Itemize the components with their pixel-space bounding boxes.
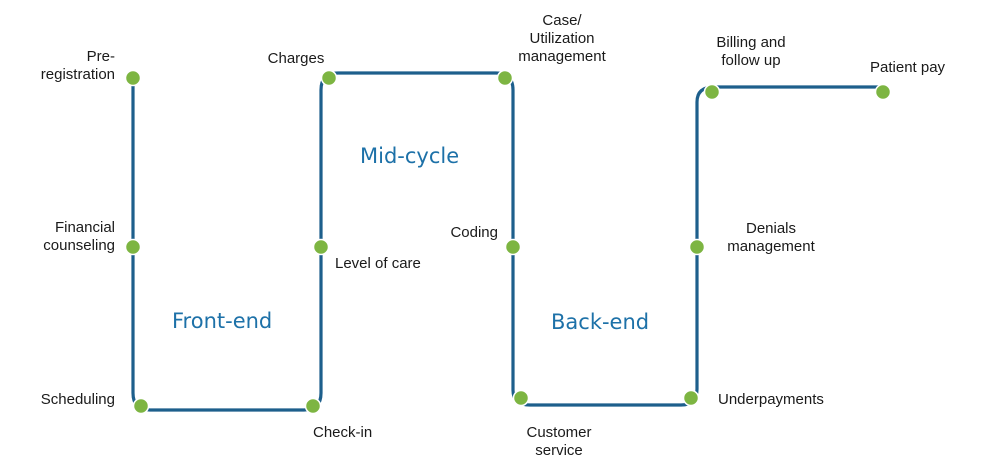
node-financial-counseling [124, 238, 142, 256]
step-coding-label: Coding [450, 224, 498, 241]
step-financial-counseling-label: Financial counseling [43, 219, 115, 254]
step-level-of-care-label: Level of care [335, 255, 421, 272]
step-scheduling-label: Scheduling [40, 391, 115, 408]
node-level-of-care [312, 238, 330, 256]
step-billing-and-follow-up-label: Billing and follow up [716, 34, 786, 69]
node-denials-management [688, 238, 706, 256]
phase-mid-cycle-label: Mid-cycle [360, 144, 460, 168]
node-case-utilization-management [496, 69, 514, 87]
step-denials-management-label: Denials management [727, 220, 815, 255]
node-underpayments [682, 389, 700, 407]
step-nodes [124, 69, 892, 415]
step-check-in-label: Check-in [313, 424, 373, 441]
phase-front-end-label: Front-end [172, 309, 273, 333]
step-customer-service-label: Customer service [526, 424, 592, 459]
node-check-in [304, 397, 322, 415]
phase-back-end-label: Back-end [551, 310, 650, 334]
node-scheduling [132, 397, 150, 415]
node-coding [504, 238, 522, 256]
step-pre-registration-label: Pre- registration [40, 48, 115, 83]
node-pre-registration [124, 69, 142, 87]
step-patient-pay-label: Patient pay [870, 59, 946, 76]
node-billing-and-follow-up [703, 83, 721, 101]
step-charges-label: Charges [267, 50, 325, 67]
node-charges [320, 69, 338, 87]
step-underpayments-label: Underpayments [718, 391, 824, 408]
node-customer-service [512, 389, 530, 407]
step-case-utilization-management-label: Case/ Utilization management [518, 12, 606, 65]
node-patient-pay [874, 83, 892, 101]
